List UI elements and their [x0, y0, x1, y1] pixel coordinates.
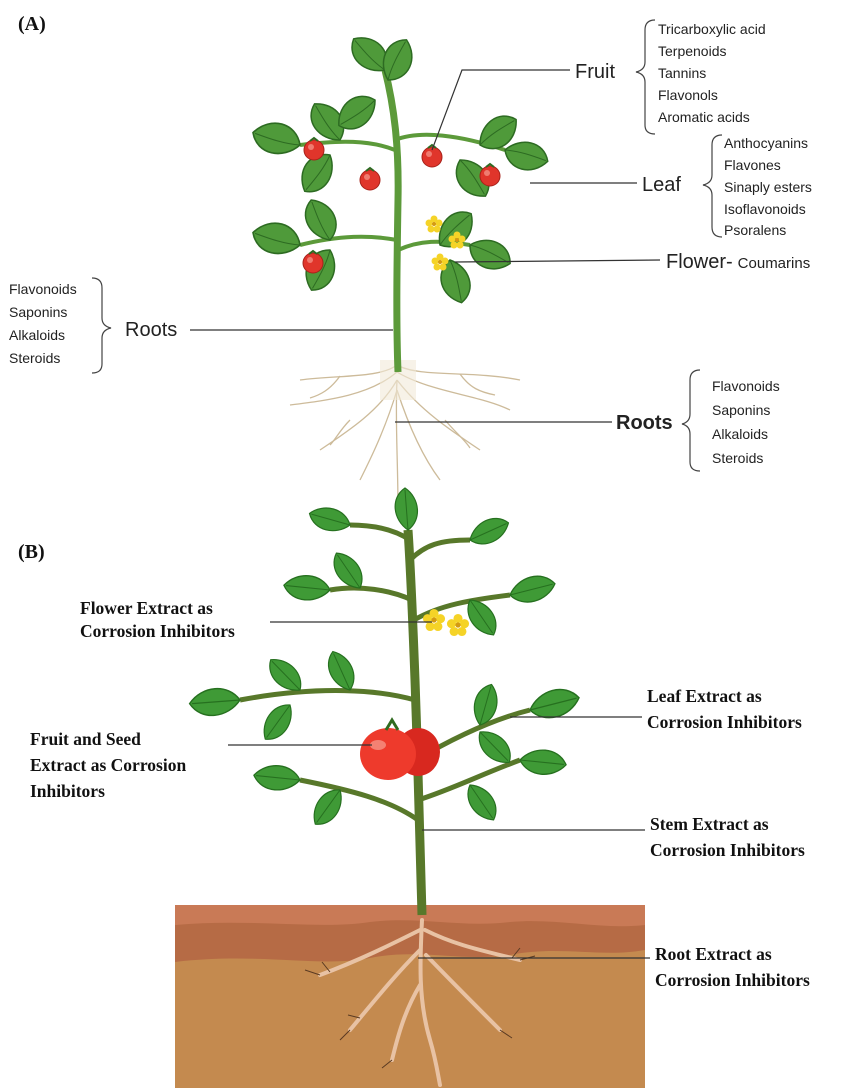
root-extract-line: Root Extract as	[655, 944, 772, 964]
flower-title: Flower- Coumarins	[666, 251, 810, 273]
fruit-annotation-b: Fruit and Seed Extract as Corrosion Inhi…	[30, 729, 372, 801]
stem-item: Steroids	[9, 350, 60, 366]
fruit-item: Tannins	[658, 65, 706, 81]
roots-annotation-a: Roots Flavonoids Saponins Alkaloids Ster…	[395, 370, 780, 471]
stem-item: Saponins	[9, 304, 67, 320]
tomato-plant-illustration-b	[175, 488, 645, 1088]
root-extract-line: Corrosion Inhibitors	[655, 970, 810, 990]
tomato-plant-illustration-a	[249, 28, 552, 510]
fruit-item: Tricarboxylic acid	[658, 21, 766, 37]
flower-extract-line: Corrosion Inhibitors	[80, 621, 235, 641]
leaf-item: Isoflavonoids	[724, 201, 806, 217]
tomato-fruit	[360, 720, 440, 780]
flower-title-main: Flower-	[666, 251, 733, 273]
fruit-extract-line: Fruit and Seed	[30, 729, 141, 749]
roots-item: Flavonoids	[712, 378, 780, 394]
leaf-item: Flavones	[724, 157, 781, 173]
leaf-extract-line: Leaf Extract as	[647, 686, 762, 706]
stem-annotation-b: Stem Extract as Corrosion Inhibitors	[422, 814, 805, 860]
panel-b-label: (B)	[18, 541, 45, 563]
fruit-annotation-a: Fruit Tricarboxylic acid Terpenoids Tann…	[432, 20, 766, 150]
stem-item: Alkaloids	[9, 327, 65, 343]
stem-item: Flavonoids	[9, 281, 77, 297]
fruit-extract-line: Inhibitors	[30, 781, 105, 801]
stem-extract-line: Corrosion Inhibitors	[650, 840, 805, 860]
leaf-item: Anthocyanins	[724, 135, 808, 151]
stem-extract-line: Stem Extract as	[650, 814, 769, 834]
roots-item: Steroids	[712, 450, 763, 466]
stem-annotation-a: Roots Flavonoids Saponins Alkaloids Ster…	[9, 278, 393, 373]
roots-title: Roots	[616, 412, 673, 434]
fruit-title: Fruit	[575, 61, 615, 83]
leaf-title: Leaf	[642, 174, 681, 196]
leaf-item: Sinaply esters	[724, 179, 812, 195]
fruit-item: Terpenoids	[658, 43, 727, 59]
roots-item: Alkaloids	[712, 426, 768, 442]
fruit-extract-line: Extract as Corrosion	[30, 755, 186, 775]
leaf-annotation-a: Leaf Anthocyanins Flavones Sinaply ester…	[530, 135, 812, 238]
fruit-item: Flavonols	[658, 87, 718, 103]
flower-sub: Coumarins	[738, 255, 811, 272]
leaf-item: Psoralens	[724, 222, 786, 238]
stem-title: Roots	[125, 319, 177, 341]
flower-annotation-b: Flower Extract as Corrosion Inhibitors	[80, 598, 432, 641]
flower-extract-line: Flower Extract as	[80, 598, 213, 618]
leaf-extract-line: Corrosion Inhibitors	[647, 712, 802, 732]
roots-item: Saponins	[712, 402, 770, 418]
fruit-item: Aromatic acids	[658, 109, 750, 125]
panel-a-label: (A)	[18, 13, 46, 35]
